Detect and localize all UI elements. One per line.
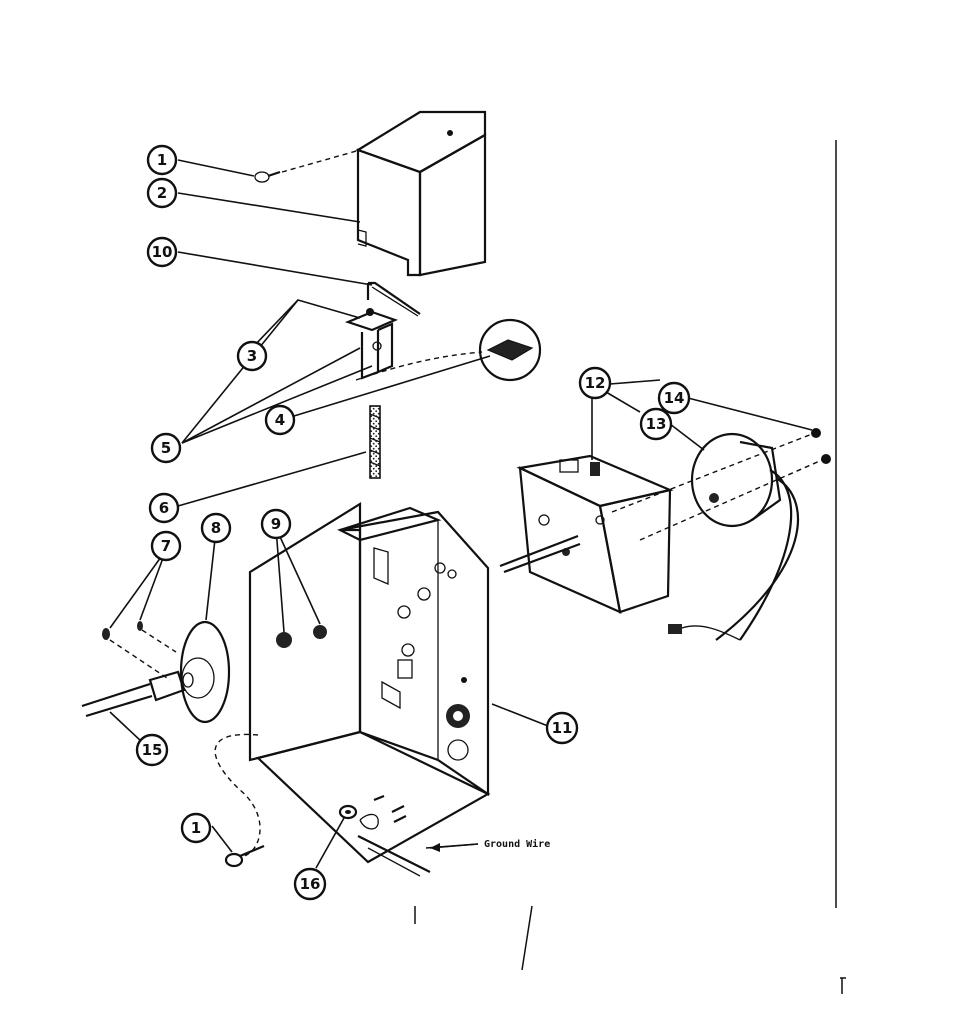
callout-7-text: 7 xyxy=(161,537,171,555)
spring-part-6 xyxy=(369,405,381,479)
pad-part-4 xyxy=(355,318,542,382)
callout-10-text: 10 xyxy=(152,243,173,261)
rod-part-10 xyxy=(366,281,421,317)
screw-part-1-top xyxy=(254,170,281,183)
callout-4-text: 4 xyxy=(275,411,285,429)
timer-unit-part-12 xyxy=(499,454,674,614)
set-screws-part-7 xyxy=(102,621,177,681)
callout-8: 8 xyxy=(200,512,232,544)
ground-wire-dashed-loop xyxy=(214,733,261,857)
callout-15-text: 15 xyxy=(142,741,163,759)
callout-1-top-text: 1 xyxy=(157,151,167,169)
leader-lines xyxy=(109,159,813,869)
screws-part-9 xyxy=(276,625,327,648)
bracket-part-3 xyxy=(344,308,399,380)
callout-7: 7 xyxy=(150,530,182,562)
callout-8-text: 8 xyxy=(211,519,221,537)
callout-14-text: 14 xyxy=(664,389,685,407)
callout-5-text: 5 xyxy=(161,439,171,457)
callout-3-text: 3 xyxy=(247,347,257,365)
washer-part-16 xyxy=(338,804,379,830)
callout-1-bottom: 1 xyxy=(180,812,212,844)
cover-part-2 xyxy=(355,110,487,277)
callout-16-text: 16 xyxy=(300,875,321,893)
callout-12: 12 xyxy=(578,366,612,400)
scan-mark-corner xyxy=(840,977,846,994)
callout-1-bottom-text: 1 xyxy=(191,819,201,837)
callout-14: 14 xyxy=(657,381,691,415)
callout-5: 5 xyxy=(150,432,182,464)
callout-6-text: 6 xyxy=(159,499,169,517)
screw-dash-line-top xyxy=(281,149,361,173)
callout-6: 6 xyxy=(148,492,180,524)
housing-part-11 xyxy=(248,502,491,877)
screw-part-1-bottom xyxy=(224,844,265,868)
ground-wire-label: Ground Wire xyxy=(484,838,550,850)
shaft-part-15 xyxy=(81,670,186,718)
callout-10: 10 xyxy=(146,236,178,268)
nuts-part-14 xyxy=(811,428,831,464)
callout-11-text: 11 xyxy=(552,719,573,737)
alignment-dash-2 xyxy=(639,459,823,541)
callout-2: 2 xyxy=(146,177,178,209)
callout-9: 9 xyxy=(260,508,292,540)
callout-1-top: 1 xyxy=(146,144,178,176)
callout-13-text: 13 xyxy=(646,415,667,433)
callout-12-text: 12 xyxy=(585,374,606,392)
motor-part-13 xyxy=(668,432,800,641)
callout-11: 11 xyxy=(545,711,579,745)
callout-4: 4 xyxy=(264,404,296,436)
ground-wire-arrowhead xyxy=(430,843,440,852)
callout-13: 13 xyxy=(639,407,673,441)
callout-2-text: 2 xyxy=(157,184,167,202)
callout-15: 15 xyxy=(135,733,169,767)
callout-3: 3 xyxy=(236,340,268,372)
scan-mark-bottom xyxy=(521,905,533,971)
callout-9-text: 9 xyxy=(271,515,281,533)
knob-part-8 xyxy=(179,620,231,724)
callout-16: 16 xyxy=(293,867,327,901)
